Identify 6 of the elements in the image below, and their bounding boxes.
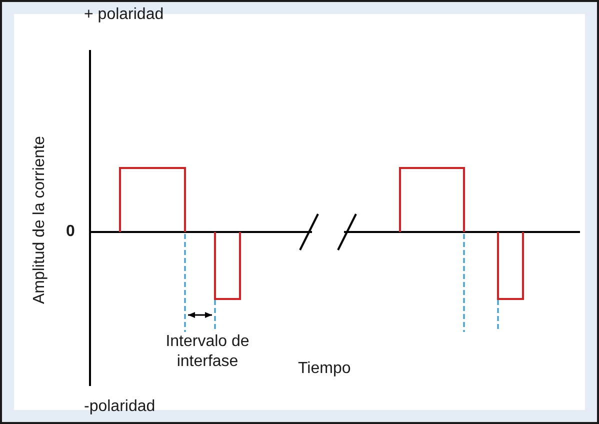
axis-end-label: + polaridad (84, 6, 164, 24)
axis-end-label: -polaridad (84, 398, 156, 416)
axis-title: Tiempo (298, 360, 351, 378)
zero-label: 0 (66, 223, 75, 241)
axis-title: Amplitud de la corriente (31, 136, 50, 304)
interval-label: Intervalo de interfase (164, 332, 250, 372)
